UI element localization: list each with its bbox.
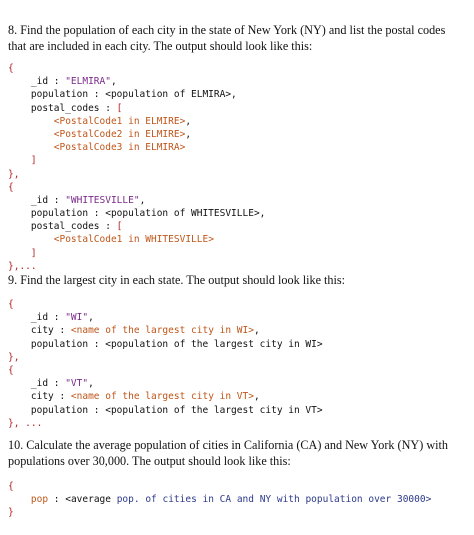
code-line: { (8, 480, 468, 493)
code-line: _id : "WI", (8, 311, 468, 324)
code-token: "WI" (65, 312, 89, 324)
code-token: _id : (8, 194, 66, 206)
code-token: <PostalCode1 in WHITESVILLE> (53, 234, 214, 246)
question-10-code-block: { pop : <average pop. of cities in CA an… (8, 480, 468, 520)
code-token: , (185, 115, 192, 127)
code-line: population : <population of the largest … (8, 404, 468, 417)
code-line: { (8, 181, 468, 194)
code-token: { (8, 364, 14, 376)
code-token (8, 234, 54, 245)
code-token: <PostalCode1 in ELMIRE> (53, 115, 186, 127)
code-line: population : <population of WHITESVILLE>… (8, 207, 468, 220)
code-line: ] (8, 154, 468, 167)
code-token: { (8, 299, 14, 310)
code-token: [ (116, 221, 123, 233)
code-token: <name of the largest city in VT> (70, 391, 254, 403)
question-8-line-2: that are included in each city. The outp… (8, 39, 313, 53)
question-10-line-2: populations over 30,000. The output shou… (8, 454, 291, 468)
code-token: , (139, 194, 146, 206)
code-line: { (8, 62, 468, 75)
code-token: , (110, 76, 117, 88)
code-token: }, (8, 168, 20, 180)
code-token: } (8, 507, 14, 519)
code-token: { (8, 181, 14, 193)
code-token: <name of the largest city in WI> (70, 325, 254, 337)
code-token (8, 155, 31, 166)
code-token: of cities in CA and NY with population o… (139, 494, 432, 506)
question-8-text: 8. Find the population of each city in t… (8, 22, 468, 54)
code-token: city : (8, 391, 71, 403)
code-token: ] (30, 155, 37, 167)
code-token: postal_codes : (8, 102, 117, 114)
code-token: ] (30, 247, 37, 259)
code-token: , (88, 312, 94, 324)
code-token (8, 116, 54, 127)
code-token: , (185, 128, 192, 140)
code-line: }, (8, 351, 468, 364)
question-8-line-1: 8. Find the population of each city in t… (8, 23, 446, 37)
code-line: population : <population of the largest … (8, 338, 468, 351)
code-token: _id : (8, 378, 66, 390)
code-line: _id : "VT", (8, 377, 468, 390)
code-token: }, (8, 351, 20, 363)
code-token: <PostalCode2 in ELMIRE> (53, 128, 186, 140)
code-token: }, ... (8, 417, 43, 429)
code-token: , (88, 378, 94, 390)
code-line: city : <name of the largest city in WI>, (8, 324, 468, 337)
question-8-code-block: { _id : "ELMIRA", population : <populati… (8, 62, 468, 273)
code-token: , (253, 391, 260, 403)
code-line: }, ... (8, 417, 468, 430)
code-token: population : <population of ELMIRA>, (8, 89, 237, 101)
code-line: ] (8, 247, 468, 260)
question-9-text: 9. Find the largest city in each state. … (8, 272, 468, 288)
question-10-text: 10. Calculate the average population of … (8, 437, 468, 469)
code-token: population : <population of WHITESVILLE>… (8, 208, 266, 220)
code-token: city : (8, 325, 71, 337)
code-token: , (253, 325, 260, 337)
question-9-code-block: { _id : "WI", city : <name of the larges… (8, 298, 468, 430)
code-line: { (8, 364, 468, 377)
code-token: "WHITESVILLE" (65, 194, 140, 206)
code-line: }, (8, 168, 468, 181)
code-token: pop. (116, 494, 140, 506)
code-token (8, 248, 31, 259)
code-line: postal_codes : [ (8, 102, 468, 115)
code-token: { (8, 481, 14, 492)
code-token: pop (30, 494, 49, 506)
code-token: _id : (8, 76, 66, 88)
code-token: "VT" (65, 378, 89, 390)
code-line: <PostalCode1 in WHITESVILLE> (8, 233, 468, 246)
code-line: { (8, 298, 468, 311)
code-token: : <average (48, 494, 117, 506)
code-token (8, 129, 54, 140)
code-line: _id : "ELMIRA", (8, 75, 468, 88)
code-line: postal_codes : [ (8, 220, 468, 233)
code-token: _id : (8, 312, 66, 324)
code-token (8, 494, 31, 505)
code-token: { (8, 63, 14, 74)
code-line: <PostalCode2 in ELMIRE>, (8, 128, 468, 141)
code-line: <PostalCode3 in ELMIRA> (8, 141, 468, 154)
question-9-line-1: 9. Find the largest city in each state. … (8, 273, 346, 287)
code-line: population : <population of ELMIRA>, (8, 88, 468, 101)
code-line: <PostalCode1 in ELMIRE>, (8, 115, 468, 128)
code-token: <PostalCode3 in ELMIRA> (53, 142, 186, 154)
code-token: [ (116, 102, 123, 114)
code-token: population : <population of the largest … (8, 338, 323, 350)
code-line: city : <name of the largest city in VT>, (8, 390, 468, 403)
code-line: _id : "WHITESVILLE", (8, 194, 468, 207)
code-token: postal_codes : (8, 221, 117, 233)
code-line: pop : <average pop. of cities in CA and … (8, 493, 468, 506)
code-token: "ELMIRA" (65, 76, 111, 88)
code-token: population : <population of the largest … (8, 404, 323, 416)
question-10-line-1: 10. Calculate the average population of … (8, 438, 448, 452)
code-line: } (8, 506, 468, 519)
code-token (8, 142, 54, 153)
code-token: },... (8, 260, 37, 272)
code-line: },... (8, 260, 468, 273)
